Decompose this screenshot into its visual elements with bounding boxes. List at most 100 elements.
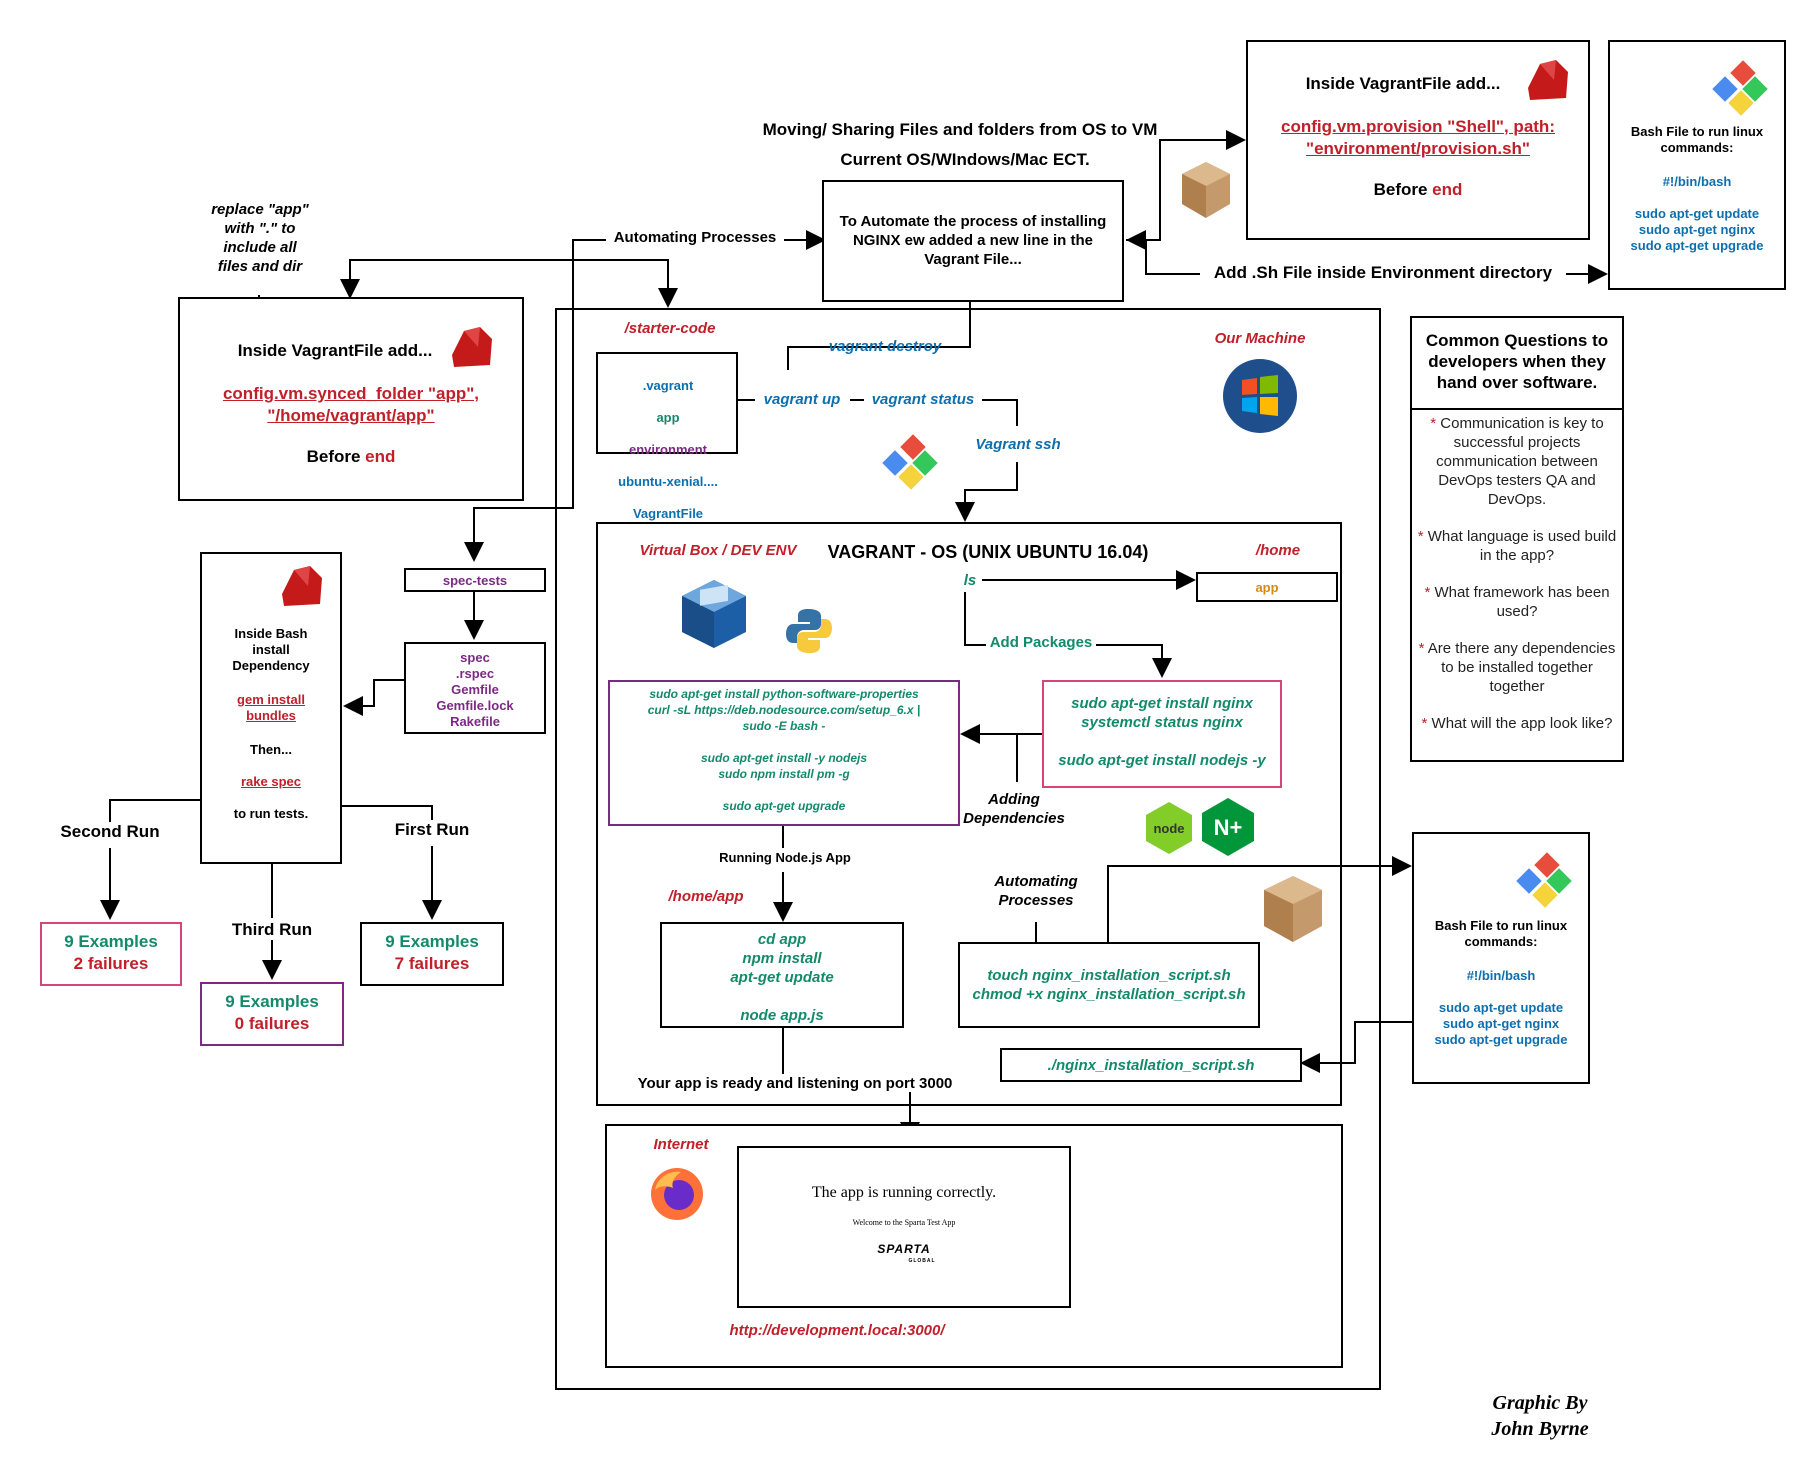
ruby-icon bbox=[1526, 58, 1570, 102]
vm-title: VAGRANT - OS (UNIX UBUNTU 16.04) bbox=[827, 542, 1149, 562]
second-run-result: 9 Examples 2 failures bbox=[40, 922, 182, 986]
question-item: * Are there any dependencies to be insta… bbox=[1418, 640, 1616, 695]
home-label: /home bbox=[1255, 542, 1301, 559]
node-app-text: cd app npm install apt-get update node a… bbox=[730, 931, 834, 1024]
python-install-text: sudo apt-get install python-software-pro… bbox=[647, 687, 921, 813]
file-vagrantfile: VagrantFile bbox=[632, 506, 704, 521]
app-ready-label: Your app is ready and listening on port … bbox=[620, 1075, 970, 1092]
app-url: http://development.local:3000/ bbox=[729, 1322, 945, 1339]
questions-title: Common Questions to developers when they… bbox=[1425, 331, 1609, 392]
bash-right-commands: sudo apt-get update sudo apt-get nginx s… bbox=[1434, 1000, 1568, 1047]
virtualbox-icon bbox=[676, 576, 752, 652]
run-script-box: ./nginx_installation_script.sh bbox=[1000, 1048, 1302, 1082]
then-label: Then... bbox=[250, 742, 292, 757]
bash-right-heading: Bash File to run linux commands: bbox=[1434, 918, 1568, 949]
arrow-bash-run bbox=[1300, 1021, 1412, 1073]
second-run-label: Second Run bbox=[60, 822, 160, 841]
ruby-icon bbox=[280, 564, 324, 608]
provision-heading: Inside VagrantFile add... bbox=[1305, 74, 1501, 93]
nginx-install-box: sudo apt-get install nginx systemctl sta… bbox=[1042, 680, 1282, 788]
package-icon bbox=[1262, 874, 1324, 944]
question-item: * What will the app look like? bbox=[1421, 715, 1613, 732]
line-first-run bbox=[342, 805, 433, 820]
script-create-text: touch nginx_installation_script.sh chmod… bbox=[972, 967, 1246, 1003]
add-packages-label: Add Packages bbox=[989, 634, 1093, 651]
home-app-box: app bbox=[1196, 572, 1338, 602]
browser-title: The app is running correctly. bbox=[811, 1184, 997, 1201]
common-questions-box: Common Questions to developers when they… bbox=[1410, 316, 1624, 762]
question-item: * Communication is key to successful pro… bbox=[1430, 415, 1604, 508]
script-create-box: touch nginx_installation_script.sh chmod… bbox=[958, 942, 1260, 1028]
bash-top-heading: Bash File to run linux commands: bbox=[1630, 124, 1764, 155]
second-examples: 9 Examples bbox=[64, 932, 158, 951]
question-item: * What framework has been used? bbox=[1424, 584, 1610, 620]
synced-footer: Before end bbox=[306, 447, 396, 466]
arrow-add-sh bbox=[1145, 240, 1200, 275]
python-icon bbox=[784, 606, 834, 656]
sparta-logo: SPARTA bbox=[877, 1242, 931, 1256]
third-run-label: Third Run bbox=[231, 920, 313, 939]
file-ubuntu: ubuntu-xenial.... bbox=[618, 474, 718, 489]
windows-icon bbox=[1222, 358, 1298, 434]
sparta-logo-sub: GLOBAL bbox=[908, 1258, 936, 1264]
bash-right-shebang: #!/bin/bash bbox=[1466, 968, 1536, 983]
header-title-line2: Current OS/WIndows/Mac ECT. bbox=[840, 150, 1090, 169]
bash-dep-heading: Inside Bash install Dependency bbox=[232, 626, 310, 673]
arrow-script-bash bbox=[1107, 856, 1412, 942]
home-app-label: app bbox=[1255, 580, 1279, 595]
line-add-packages bbox=[964, 592, 986, 646]
file-app: app bbox=[656, 410, 680, 425]
bash-top-shebang: #!/bin/bash bbox=[1662, 174, 1732, 189]
provision-box: Inside VagrantFile add... config.vm.prov… bbox=[1246, 40, 1590, 240]
questions-divider bbox=[1412, 408, 1622, 410]
synced-heading: Inside VagrantFile add... bbox=[237, 341, 433, 360]
provision-code: config.vm.provision "Shell", path: "envi… bbox=[1281, 117, 1555, 158]
line-ssh bbox=[982, 399, 1018, 426]
vagrant-destroy: vagrant destroy bbox=[828, 338, 942, 355]
browser-subtitle: Welcome to the Sparta Test App bbox=[852, 1218, 956, 1227]
run-script-text: ./nginx_installation_script.sh bbox=[1047, 1057, 1255, 1074]
python-install-box: sudo apt-get install python-software-pro… bbox=[608, 680, 960, 826]
line-second-run bbox=[109, 799, 200, 822]
ruby-icon bbox=[450, 325, 494, 369]
vagrant-ssh: Vagrant ssh bbox=[975, 436, 1061, 453]
second-failures: 2 failures bbox=[73, 954, 149, 973]
first-run-result: 9 Examples 7 failures bbox=[360, 922, 504, 986]
spec-tests-label: spec-tests bbox=[442, 573, 508, 588]
questions-list: * Communication is key to successful pro… bbox=[1416, 414, 1618, 733]
bash-dependency-box: Inside Bash install Dependency gem insta… bbox=[200, 552, 342, 864]
spec-files-box: spec .rspec Gemfile Gemfile.lock Rakefil… bbox=[404, 642, 546, 734]
graphic-credit: Graphic By John Byrne bbox=[1491, 1392, 1589, 1440]
add-sh-label: Add .Sh File inside Environment director… bbox=[1200, 263, 1566, 283]
bash-file-right: Bash File to run linux commands: #!/bin/… bbox=[1412, 832, 1590, 1084]
third-failures: 0 failures bbox=[234, 1014, 310, 1033]
our-machine-label: Our Machine bbox=[1214, 330, 1306, 347]
third-examples: 9 Examples bbox=[225, 992, 319, 1011]
internet-box: Internet The app is running correctly. W… bbox=[605, 1124, 1343, 1368]
first-examples: 9 Examples bbox=[385, 932, 479, 951]
ls-label: ls bbox=[963, 572, 977, 589]
vagrant-up: vagrant up bbox=[763, 391, 841, 408]
arrow-to-machine bbox=[573, 259, 678, 308]
first-run-label: First Run bbox=[394, 820, 470, 839]
synced-code: config.vm.synced_folder "app", "/home/va… bbox=[222, 384, 480, 425]
arrow-to-synced bbox=[340, 259, 573, 299]
vm-automating-processes: Automating Processes bbox=[994, 873, 1078, 909]
adding-dependencies-label: Adding Dependencies bbox=[963, 791, 1065, 827]
git-logo-icon bbox=[1514, 850, 1574, 910]
nginx-icon: N+ bbox=[1200, 796, 1256, 858]
nodejs-icon: node bbox=[1144, 800, 1194, 856]
spec-tests-box: spec-tests bbox=[404, 568, 546, 592]
internet-label: Internet bbox=[653, 1136, 709, 1153]
file-environment: environment bbox=[628, 442, 707, 457]
provision-footer: Before end bbox=[1373, 180, 1463, 199]
node-app-box: cd app npm install apt-get update node a… bbox=[660, 922, 904, 1028]
starter-files-box: .vagrant app environment ubuntu-xenial..… bbox=[596, 352, 738, 521]
svg-text:N+: N+ bbox=[1214, 815, 1243, 840]
home-app-path: /home/app bbox=[668, 888, 744, 905]
automate-box: To Automate the process of installing NG… bbox=[822, 180, 1124, 302]
third-run-result: 9 Examples 0 failures bbox=[200, 982, 344, 1046]
nginx-install-text: sudo apt-get install nginx systemctl sta… bbox=[1058, 695, 1266, 769]
svg-text:node: node bbox=[1153, 821, 1184, 836]
vagrant-vm-box bbox=[596, 522, 1342, 1106]
